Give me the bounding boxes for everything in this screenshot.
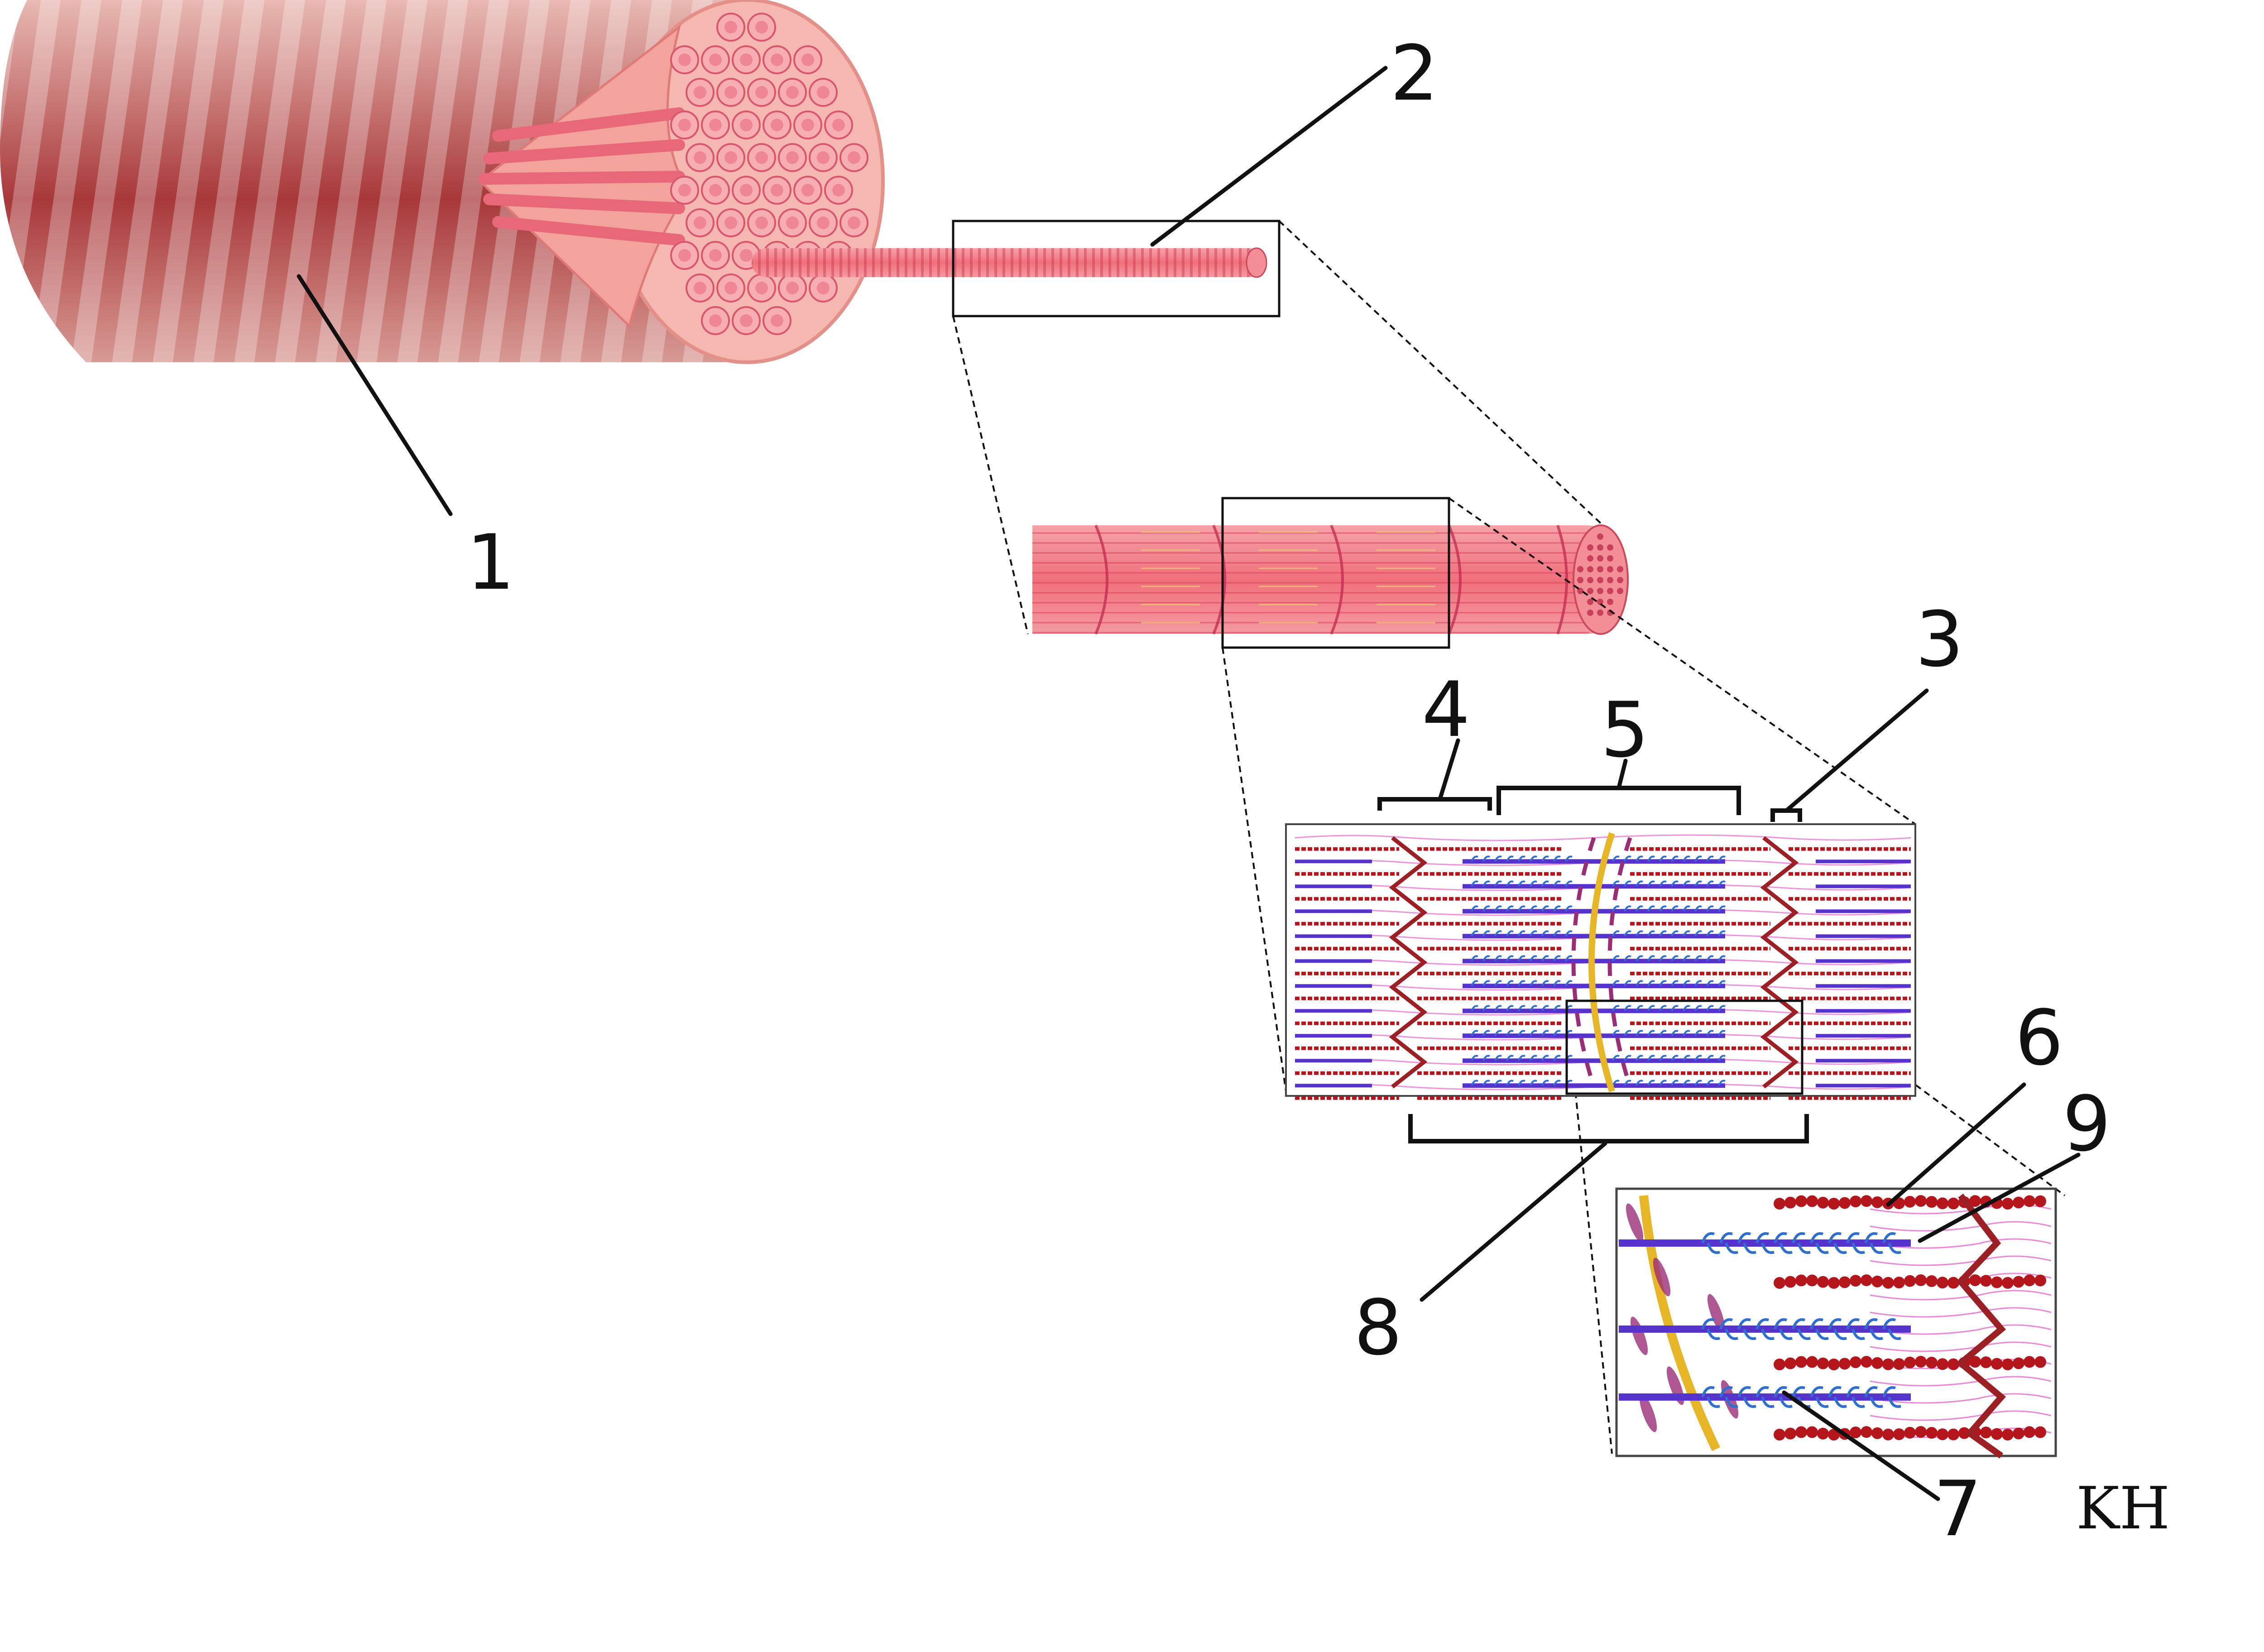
label-8: 8 bbox=[1354, 1283, 1402, 1372]
label-6: 6 bbox=[2015, 994, 2063, 1082]
detail-panel bbox=[1615, 1187, 2057, 1459]
fascicle-fibers bbox=[479, 107, 685, 246]
zoom-box-sarcomere bbox=[1565, 999, 1804, 1095]
label-1: 1 bbox=[466, 518, 515, 607]
label-2: 2 bbox=[1390, 29, 1439, 118]
muscle bbox=[0, 0, 885, 364]
sarcomere-panel bbox=[1285, 823, 1916, 1100]
author-signature: KH bbox=[2076, 1475, 2170, 1542]
label-7: 7 bbox=[1933, 1465, 1982, 1553]
label-4: 4 bbox=[1422, 665, 1470, 754]
bracket-8 bbox=[1408, 1114, 1809, 1143]
myofibril bbox=[1032, 524, 1629, 635]
label-3: 3 bbox=[1915, 595, 1964, 684]
leader-lines bbox=[297, 66, 2081, 1501]
fiber-bundle-cross-sections bbox=[670, 13, 868, 335]
muscle-fiber bbox=[752, 247, 1267, 278]
bracket-4 bbox=[1377, 797, 1492, 811]
label-9: 9 bbox=[2063, 1080, 2111, 1168]
bracket-5 bbox=[1497, 786, 1741, 815]
label-5: 5 bbox=[1601, 686, 1649, 774]
zoom-box-fiber bbox=[952, 220, 1281, 317]
zoom-box-myofibril bbox=[1221, 497, 1450, 649]
